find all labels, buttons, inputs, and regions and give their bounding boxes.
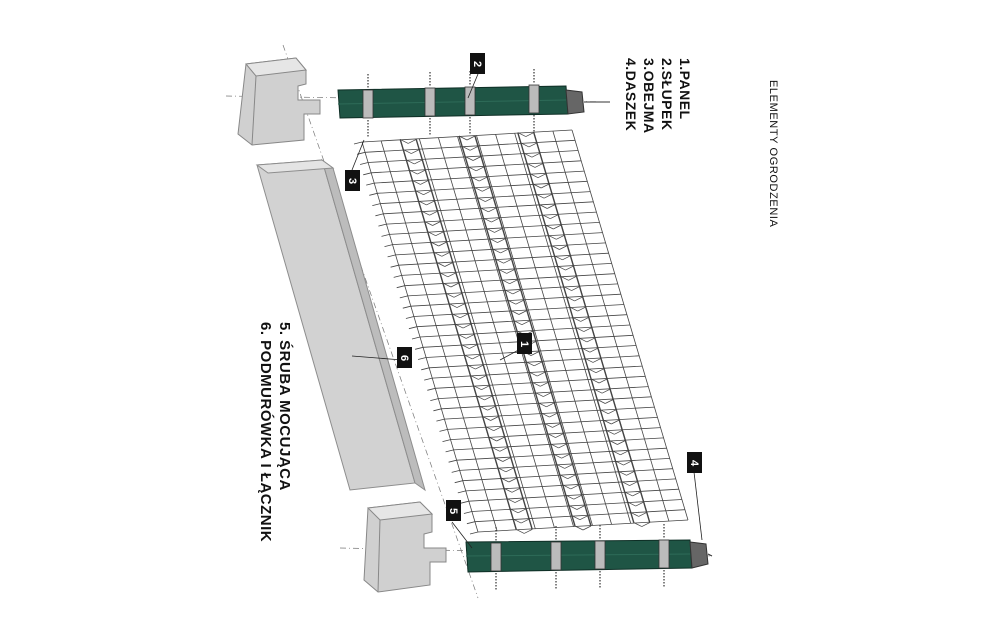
callout-2: 2 — [470, 53, 485, 74]
post-bottom — [465, 539, 713, 573]
clamp — [464, 86, 476, 116]
leader-lines — [351, 73, 703, 549]
clamp — [594, 540, 606, 570]
callout-6: 6 — [397, 347, 412, 368]
callout-5: 5 — [446, 500, 461, 521]
legend-item-base: 6. PODMURÓWKA I ŁĄCZNIK — [257, 322, 274, 543]
callout-1: 1 — [517, 333, 532, 354]
legend-parts-1-4: 1.PANEL 2.SŁUPEK 3.OBEJMA 4.DASZEK — [622, 58, 694, 134]
clamps — [362, 69, 670, 591]
callout-4: 4 — [687, 452, 702, 473]
legend-item-panel: 1.PANEL — [677, 58, 693, 120]
post-top — [337, 85, 610, 119]
connector-block-bottom — [363, 501, 447, 593]
legend-item-clamp: 3.OBEJMA — [641, 58, 657, 134]
clamp — [658, 539, 670, 569]
clamp — [424, 87, 436, 117]
diagram-title: ELEMENTY OGRODZENIA — [767, 80, 779, 228]
legend-parts-5-6: 5. ŚRUBA MOCUJĄCA 6. PODMURÓWKA I ŁĄCZNI… — [256, 322, 294, 542]
concrete-base — [255, 158, 426, 492]
clamp — [550, 541, 562, 571]
legend-item-cap: 4.DASZEK — [623, 58, 639, 132]
clamp — [362, 89, 374, 119]
legend-item-bolt: 5. ŚRUBA MOCUJĄCA — [276, 322, 293, 491]
callout-3: 3 — [345, 170, 360, 191]
connector-block-top — [237, 57, 321, 146]
mesh-panel — [353, 129, 689, 535]
clamp — [490, 542, 502, 572]
legend-item-post: 2.SŁUPEK — [659, 58, 675, 131]
clamp — [528, 84, 540, 114]
